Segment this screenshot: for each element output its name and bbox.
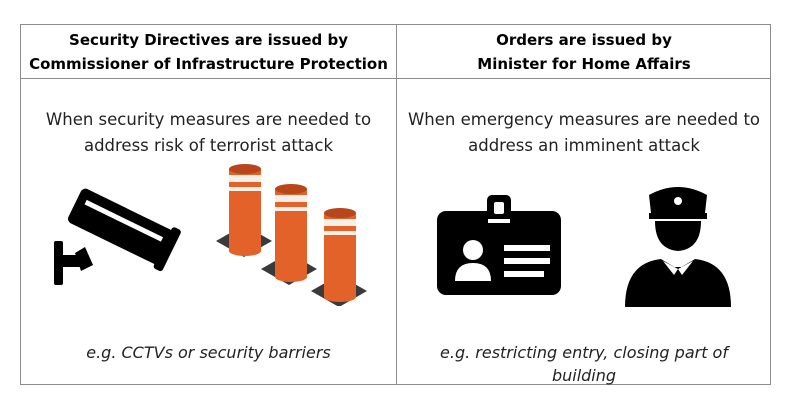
description-orders: When emergency measures are needed to ad… bbox=[397, 107, 771, 159]
example-line: building bbox=[551, 366, 617, 385]
example-orders: e.g. restricting entry, closing part of … bbox=[397, 341, 771, 387]
description-line: address risk of terrorist attack bbox=[83, 136, 334, 155]
comparison-table: Security Directives are issued by Commis… bbox=[20, 24, 771, 385]
description-security-directives: When security measures are needed to add… bbox=[21, 107, 396, 159]
id-badge-icon bbox=[437, 195, 561, 295]
description-line: When security measures are needed to bbox=[45, 110, 372, 129]
cctv-camera-icon bbox=[54, 188, 181, 285]
example-line: e.g. CCTVs or security barriers bbox=[86, 343, 331, 362]
header-line: Commissioner of Infrastructure Protectio… bbox=[29, 54, 388, 73]
header-orders: Orders are issued by Minister for Home A… bbox=[397, 25, 771, 78]
security-bollards-icon bbox=[216, 164, 367, 306]
header-security-directives: Security Directives are issued by Commis… bbox=[21, 25, 396, 78]
example-line: e.g. restricting entry, closing part of bbox=[440, 343, 728, 362]
police-officer-icon bbox=[625, 187, 731, 307]
description-line: address an imminent attack bbox=[468, 136, 700, 155]
header-line: Orders are issued by bbox=[496, 30, 672, 49]
header-divider bbox=[21, 78, 770, 79]
column-divider bbox=[396, 25, 397, 384]
header-line: Security Directives are issued by bbox=[69, 30, 348, 49]
description-line: When emergency measures are needed to bbox=[407, 110, 761, 129]
header-line: Minister for Home Affairs bbox=[477, 54, 691, 73]
example-security-directives: e.g. CCTVs or security barriers bbox=[21, 341, 396, 364]
